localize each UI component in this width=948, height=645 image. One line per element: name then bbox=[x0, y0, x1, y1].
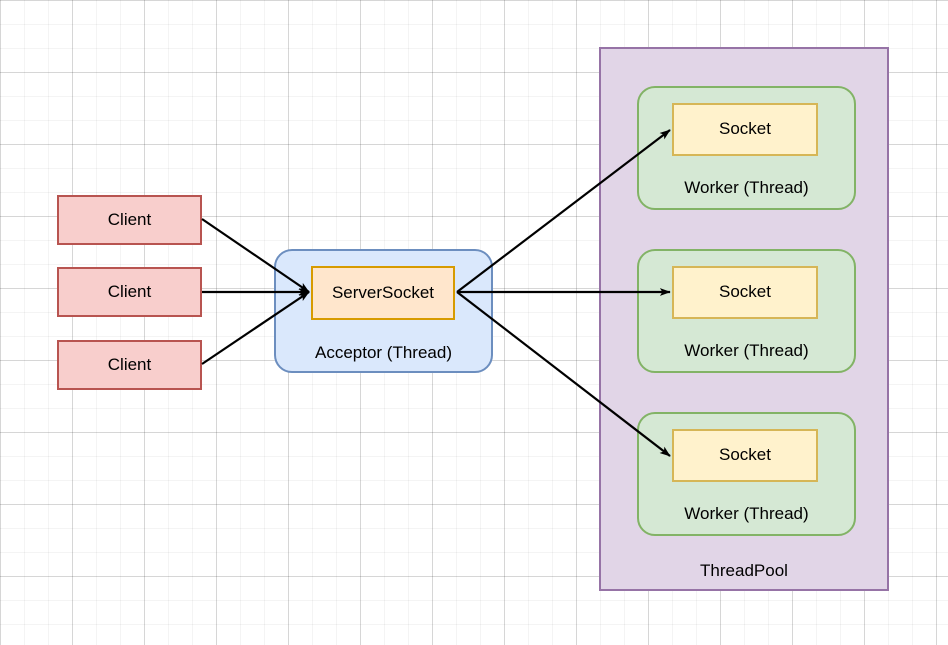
worker-label-3: Worker (Thread) bbox=[684, 503, 809, 523]
serversocket-box[interactable]: ServerSocket bbox=[311, 266, 455, 320]
client-label-1: Client bbox=[107, 209, 152, 229]
socket-label-2: Socket bbox=[719, 282, 771, 302]
serversocket-label: ServerSocket bbox=[331, 282, 435, 302]
worker-label-1: Worker (Thread) bbox=[684, 177, 809, 197]
client-box-1[interactable]: Client bbox=[57, 195, 202, 245]
client-label-2: Client bbox=[107, 281, 152, 301]
client-label-3: Client bbox=[107, 354, 152, 374]
client-box-3[interactable]: Client bbox=[57, 340, 202, 390]
socket-box-3[interactable]: Socket bbox=[672, 429, 818, 482]
socket-box-1[interactable]: Socket bbox=[672, 103, 818, 156]
socket-label-3: Socket bbox=[719, 445, 771, 465]
worker-label-2: Worker (Thread) bbox=[684, 340, 809, 360]
socket-label-1: Socket bbox=[719, 119, 771, 139]
threadpool-label: ThreadPool bbox=[700, 560, 788, 580]
socket-box-2[interactable]: Socket bbox=[672, 266, 818, 319]
client-box-2[interactable]: Client bbox=[57, 267, 202, 317]
acceptor-label: Acceptor (Thread) bbox=[315, 342, 452, 362]
